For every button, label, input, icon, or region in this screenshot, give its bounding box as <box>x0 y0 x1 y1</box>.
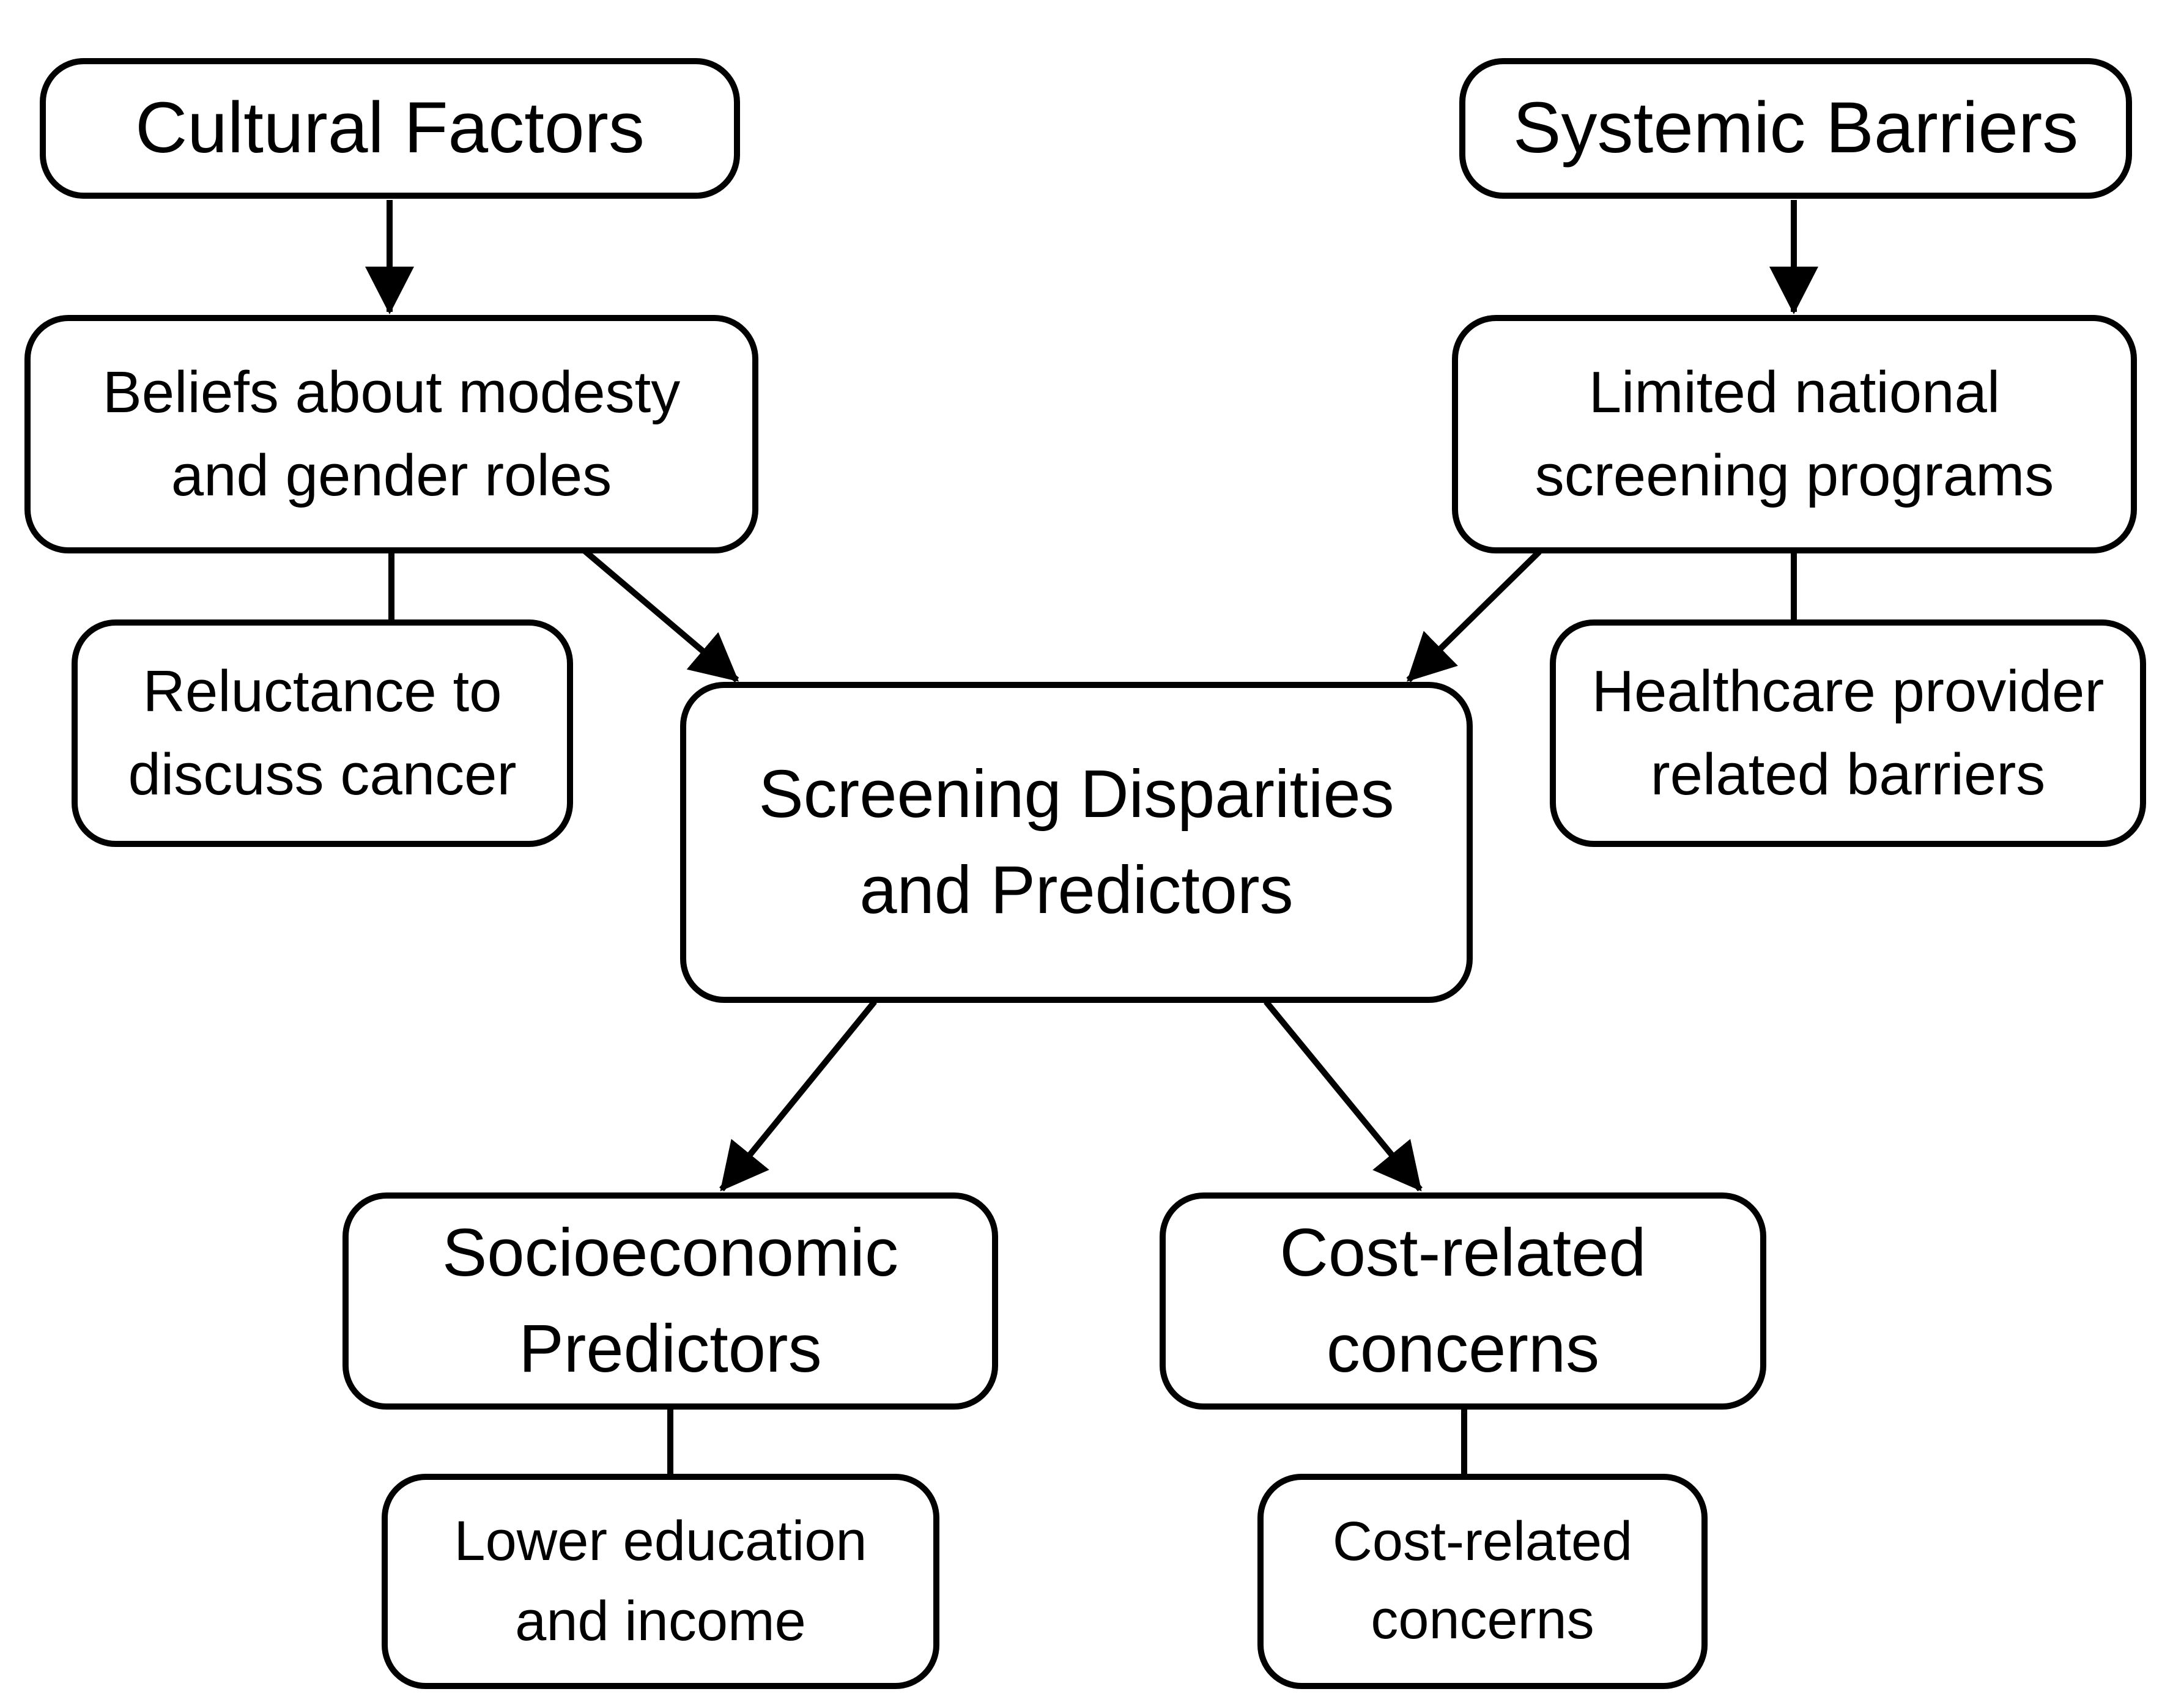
node-systemic-barriers: Systemic Barriers <box>1459 58 2132 199</box>
edge-screening-to-cost <box>1264 999 1423 1192</box>
node-socioeconomic-predictors: Socioeconomic Predictors <box>342 1192 998 1410</box>
node-label-cost-related-concerns: Cost-related concerns <box>1279 1215 1646 1386</box>
edge-beliefs-to-screening <box>582 548 739 682</box>
node-label-healthcare-provider-barriers: Healthcare provider related barriers <box>1591 658 2105 807</box>
node-label-cultural-factors: Cultural Factors <box>135 87 645 169</box>
node-cost-related-concerns-sub: Cost-related concerns <box>1257 1474 1708 1689</box>
node-reluctance-discuss-cancer: Reluctance to discuss cancer <box>72 619 573 847</box>
node-label-socioeconomic-predictors: Socioeconomic Predictors <box>442 1215 898 1386</box>
node-cost-related-concerns: Cost-related concerns <box>1160 1192 1766 1410</box>
node-label-systemic-barriers: Systemic Barriers <box>1512 87 2079 169</box>
edge-limited-to-screening <box>1406 549 1542 682</box>
node-limited-national-screening: Limited national screening programs <box>1452 315 2137 553</box>
node-label-cost-related-concerns-sub: Cost-related concerns <box>1332 1511 1633 1651</box>
node-label-lower-education-income: Lower education and income <box>454 1510 867 1652</box>
node-label-limited-national-screening: Limited national screening programs <box>1535 359 2054 508</box>
node-label-beliefs-modesty-gender-roles: Beliefs about modesty and gender roles <box>102 359 681 508</box>
node-label-screening-disparities-predictors: Screening Disparities and Predictors <box>758 756 1394 928</box>
node-lower-education-income: Lower education and income <box>382 1474 939 1689</box>
node-healthcare-provider-barriers: Healthcare provider related barriers <box>1550 619 2146 847</box>
node-screening-disparities-predictors: Screening Disparities and Predictors <box>680 682 1473 1003</box>
edge-screening-to-socioeconomic <box>719 999 877 1192</box>
node-cultural-factors: Cultural Factors <box>40 58 740 199</box>
node-beliefs-modesty-gender-roles: Beliefs about modesty and gender roles <box>24 315 758 553</box>
node-label-reluctance-discuss-cancer: Reluctance to discuss cancer <box>128 658 517 807</box>
